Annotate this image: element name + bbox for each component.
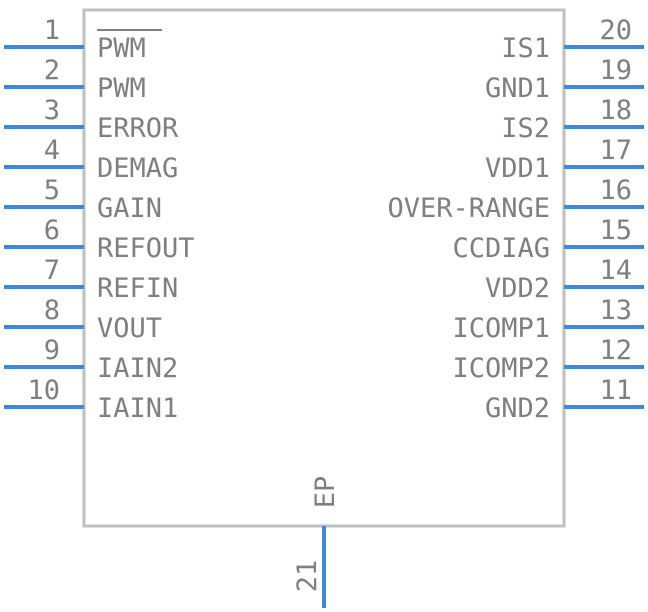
pin-number-2: 2: [44, 55, 60, 86]
pin-label-11: GND2: [485, 393, 550, 424]
pin-number-10: 10: [27, 375, 60, 406]
pin-number-19: 19: [599, 55, 632, 86]
pin-number-16: 16: [599, 175, 632, 206]
pin-label-21: EP: [310, 476, 341, 509]
pin-number-4: 4: [44, 135, 60, 166]
pin-label-16: OVER-RANGE: [387, 193, 550, 224]
pin-number-3: 3: [44, 95, 60, 126]
pin-label-1: PWM: [97, 33, 146, 64]
pin-number-11: 11: [599, 375, 632, 406]
pin-number-18: 18: [599, 95, 632, 126]
pin-number-1: 1: [44, 15, 60, 46]
pin-label-14: VDD2: [485, 273, 550, 304]
pin-label-15: CCDIAG: [452, 233, 550, 264]
pin-label-13: ICOMP1: [452, 313, 550, 344]
pin-label-19: GND1: [485, 73, 550, 104]
pin-number-17: 17: [599, 135, 632, 166]
pin-label-4: DEMAG: [97, 153, 178, 184]
pins-layer: 1PWM2PWM3ERROR4DEMAG5GAIN6REFOUT7REFIN8V…: [4, 15, 644, 608]
pin-number-9: 9: [44, 335, 60, 366]
pin-label-2: PWM: [97, 73, 146, 104]
pin-number-21: 21: [292, 560, 323, 593]
pin-number-5: 5: [44, 175, 60, 206]
pin-number-6: 6: [44, 215, 60, 246]
pin-label-7: REFIN: [97, 273, 178, 304]
pin-label-20: IS1: [501, 33, 550, 64]
pin-number-20: 20: [599, 15, 632, 46]
pin-label-8: VOUT: [97, 313, 162, 344]
pin-label-3: ERROR: [97, 113, 179, 144]
pin-number-13: 13: [599, 295, 632, 326]
pin-label-18: IS2: [501, 113, 550, 144]
pin-number-14: 14: [599, 255, 632, 286]
pin-label-17: VDD1: [485, 153, 550, 184]
pin-label-12: ICOMP2: [452, 353, 550, 384]
pin-number-15: 15: [599, 215, 632, 246]
pin-number-8: 8: [44, 295, 60, 326]
pin-label-10: IAIN1: [97, 393, 178, 424]
pin-label-5: GAIN: [97, 193, 162, 224]
pin-number-12: 12: [599, 335, 632, 366]
pin-label-9: IAIN2: [97, 353, 178, 384]
pin-label-6: REFOUT: [97, 233, 195, 264]
pin-number-7: 7: [44, 255, 60, 286]
